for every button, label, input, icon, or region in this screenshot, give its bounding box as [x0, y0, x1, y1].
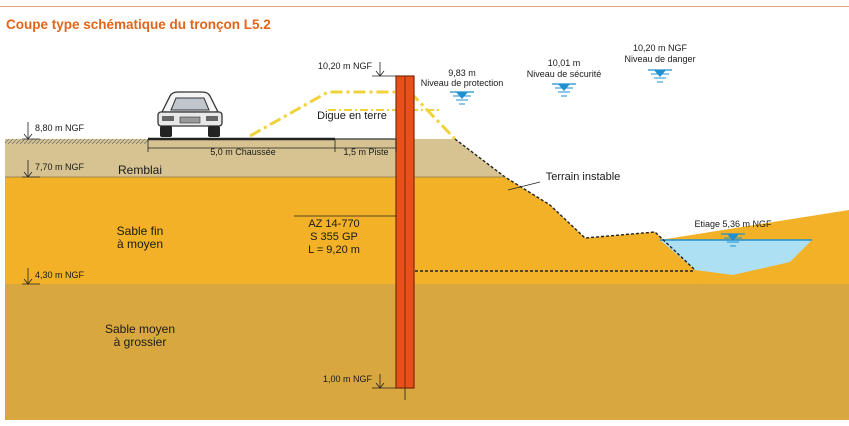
level-marker-road: [22, 122, 40, 140]
road-dimension-line: [147, 139, 397, 152]
terrain-leader-line: [507, 181, 541, 191]
water-securite-value: 10,01 m: [548, 58, 581, 68]
level-remblai-label: 7,70 m NGF: [35, 162, 85, 172]
digue-outline: [249, 90, 395, 138]
sable-fin-layer: [5, 177, 849, 284]
terrain-instable-label: Terrain instable: [546, 171, 621, 183]
water-securite-name: Niveau de sécurité: [527, 69, 602, 79]
sheet-pile-spec-1: AZ 14-770: [308, 218, 359, 230]
car-icon: [157, 91, 223, 137]
chaussee-dimension: 5,0 m Chaussée: [210, 147, 276, 157]
level-pile-top-label: 10,20 m NGF: [318, 61, 373, 71]
water-level-icon: [552, 83, 576, 97]
water-danger-name: Niveau de danger: [624, 54, 695, 64]
road-hatch: [5, 139, 148, 144]
level-sable-fin-label: 4,30 m NGF: [35, 270, 85, 280]
level-marker-pile-toe: [372, 374, 396, 389]
water-protection-name: Niveau de protection: [421, 78, 504, 88]
layer-sable-moyen-line1: Sable moyen: [105, 322, 175, 336]
sheet-pile-spec-3: L = 9,20 m: [308, 244, 360, 256]
layer-sable-fin-line1: Sable fin: [117, 224, 164, 238]
layer-sable-moyen-line2: à grossier: [114, 335, 167, 349]
layer-remblai-label: Remblai: [118, 163, 162, 177]
water-protection-value: 9,83 m: [448, 68, 476, 78]
top-rule: [0, 6, 849, 7]
sable-moyen-layer: [5, 284, 849, 420]
terrain-instable-line: [454, 138, 696, 271]
level-pile-toe-label: 1,00 m NGF: [323, 374, 373, 384]
level-marker-pile-top: [372, 62, 396, 77]
water-level-icon: [721, 233, 745, 247]
page-title: Coupe type schématique du tronçon L5.2: [6, 17, 271, 32]
water-level-icon: [450, 91, 474, 105]
remblai-layer: [5, 139, 505, 177]
level-marker-remblai: [22, 160, 40, 178]
level-road-label: 8,80 m NGF: [35, 123, 85, 133]
piste-dimension: 1,5 m Piste: [343, 147, 388, 157]
etiage-label: Etiage 5,36 m NGF: [694, 219, 772, 229]
sheet-pile-spec-2: S 355 GP: [310, 231, 358, 243]
digue-label: Digue en terre: [317, 110, 387, 122]
digue-outline-right: [408, 90, 457, 141]
water-level-icon: [648, 69, 672, 83]
river-water: [660, 240, 812, 275]
layer-sable-fin-line2: à moyen: [117, 237, 163, 251]
level-marker-sable-fin: [22, 268, 40, 285]
water-danger-value: 10,20 m NGF: [633, 43, 688, 53]
